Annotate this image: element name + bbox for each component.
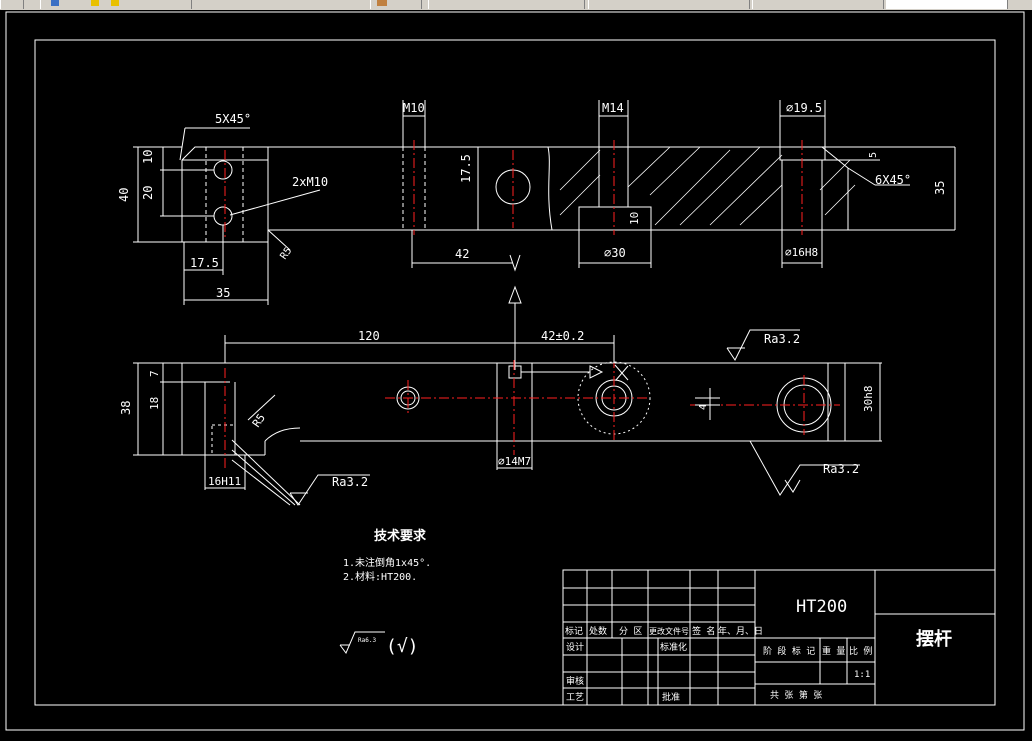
- dim-10-left: 10: [141, 150, 155, 164]
- dim-chamfer-5x45: 5X45°: [215, 112, 251, 126]
- outer-frame: [5, 11, 1025, 731]
- tb-weight: 重 量: [822, 645, 845, 657]
- dim-2xm10: 2xM10: [292, 175, 328, 189]
- dim-20-left: 20: [141, 186, 155, 200]
- notes-line-1: 1.未注倒角1x45°.: [343, 556, 431, 569]
- dim-5: 5: [868, 152, 879, 158]
- layer-state-button[interactable]: [370, 0, 422, 9]
- color-swatch-icon: [377, 0, 387, 6]
- dim-30h8: 30h8: [862, 386, 875, 413]
- roughness-general: Ra6.3: [358, 637, 376, 644]
- tb-standardize: 标准化: [660, 641, 687, 653]
- dim-phi30: ⌀30: [604, 246, 626, 260]
- top-view: [181, 146, 955, 243]
- dim-38: 38: [119, 401, 133, 415]
- title-part-name: 摆杆: [916, 628, 952, 650]
- dim-m14: M14: [602, 101, 624, 115]
- dim-42: 42: [455, 247, 469, 261]
- dim-10-mid: 10: [628, 212, 641, 225]
- dim-chamfer-6x45: 6X45°: [875, 173, 911, 187]
- notes-title: 技术要求: [374, 528, 427, 544]
- front-view-dimensions: [133, 329, 882, 654]
- dim-phi19-5: ⌀19.5: [786, 101, 822, 115]
- dim-17-5-left: 17.5: [190, 256, 219, 270]
- layer-icon[interactable]: [0, 0, 24, 9]
- top-view-dimensions: [133, 100, 956, 305]
- linetype-control-dropdown[interactable]: [588, 0, 750, 9]
- dim-7: 7: [148, 370, 161, 377]
- tb-process: 工艺: [566, 692, 584, 703]
- title-material: HT200: [796, 597, 847, 617]
- tb-approve: 批准: [662, 691, 680, 703]
- tb-scale-value: 1:1: [854, 670, 870, 680]
- tb-review: 审核: [566, 675, 584, 687]
- dim-16h11: 16H11: [208, 475, 241, 488]
- lock-icon: [111, 0, 119, 6]
- dim-17-5-mid: 17.5: [459, 154, 473, 183]
- plotstyle-control-dropdown[interactable]: [886, 0, 1008, 9]
- dim-42-tol: 42±0.2: [541, 329, 584, 343]
- roughness-paren: (√): [386, 636, 419, 657]
- rev-header-3: 更改文件号: [649, 626, 689, 636]
- drawing-canvas[interactable]: 5X45° 10 20 40 2xM10 17.5 35 R5 M10 17.5…: [0, 10, 1032, 736]
- dim-40-left: 40: [117, 188, 131, 202]
- dim-r5-bottom: R5: [250, 411, 268, 429]
- dim-phi14m7: ⌀14M7: [498, 455, 531, 468]
- rev-header-4: 签 名: [692, 625, 715, 637]
- dim-4: 4: [698, 404, 709, 410]
- dim-m10: M10: [403, 101, 425, 115]
- roughness-ra32-left: Ra3.2: [332, 475, 368, 489]
- dim-120: 120: [358, 329, 380, 343]
- tb-stage-mark: 阶 段 标 记: [763, 645, 815, 657]
- rev-header-1: 处数: [589, 625, 607, 637]
- dim-18: 18: [148, 397, 161, 410]
- tb-design: 设计: [566, 641, 584, 653]
- top-centerlines: [224, 140, 803, 240]
- dim-35-left: 35: [216, 286, 230, 300]
- layer-control-dropdown[interactable]: [40, 0, 192, 9]
- drawing-svg: 5X45° 10 20 40 2xM10 17.5 35 R5 M10 17.5…: [5, 11, 1025, 731]
- inner-frame: [34, 39, 996, 706]
- tb-sheets: 共 张 第 张: [770, 689, 822, 701]
- roughness-ra32-right: Ra3.2: [823, 462, 859, 476]
- roughness-ra32-top: Ra3.2: [764, 332, 800, 346]
- color-control-dropdown[interactable]: [428, 0, 585, 9]
- rev-header-5: 年、月、日: [718, 625, 763, 637]
- sun-icon: [51, 0, 59, 6]
- lightbulb-icon: [91, 0, 99, 6]
- dim-35-right: 35: [933, 181, 947, 195]
- lineweight-control-dropdown[interactable]: [752, 0, 884, 9]
- title-block: [562, 569, 996, 706]
- rev-header-2: 分 区: [619, 626, 642, 637]
- rev-header-0: 标记: [565, 625, 583, 637]
- dim-phi16h8: ⌀16H8: [785, 246, 818, 259]
- tb-scale-label: 比 例: [849, 645, 872, 657]
- notes-line-2: 2.材料:HT200.: [343, 570, 417, 583]
- dim-r5-top: R5: [278, 246, 294, 262]
